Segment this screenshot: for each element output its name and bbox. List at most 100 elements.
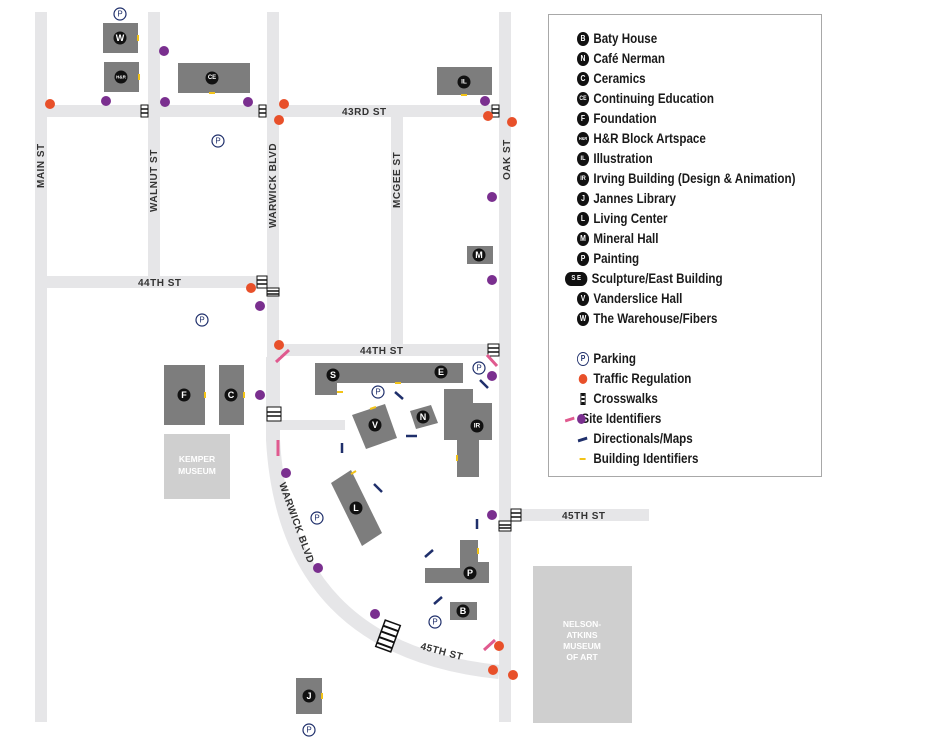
svg-text:P: P [432, 618, 437, 627]
road-44th-st-east [279, 344, 511, 356]
label-mcgee-st: MCGEE ST [392, 152, 403, 208]
legend-label: Irving Building (Design & Animation) [593, 171, 796, 186]
road-warwick-north [267, 12, 279, 357]
label-walnut-st: WALNUT ST [149, 149, 160, 212]
building-identifier-mark [369, 406, 377, 410]
svg-text:J: J [306, 691, 311, 701]
svg-text:M: M [475, 250, 483, 260]
site-identifier-dot [281, 468, 291, 478]
legend-key-directional: Directionals/Maps [577, 429, 795, 449]
legend-label: Café Nerman [593, 51, 665, 66]
legend-label: Sculpture/East Building [591, 271, 723, 286]
building-identifier-mark [350, 470, 357, 475]
legend-label: Crosswalks [593, 391, 658, 406]
legend-label: Traffic Regulation [593, 371, 692, 386]
building-badges: W H&R CE IL M F C S E V N IR L P B J [113, 31, 486, 703]
crosswalk-oak-45th-a [510, 508, 522, 522]
svg-text:S: S [330, 370, 336, 380]
badge-jannes: J [302, 689, 316, 703]
crosswalk-oak-43rd [491, 104, 500, 118]
badge-nerman: N [416, 410, 430, 424]
road-warwick-curve [266, 357, 500, 679]
site-identifier-dot [243, 97, 253, 107]
svg-text:N: N [420, 412, 427, 422]
building-painting [425, 540, 489, 583]
label-45th-st-east: 45TH ST [562, 511, 606, 522]
label-oak-st: OAK ST [502, 139, 513, 180]
crosswalk-warwick-44th-b [266, 287, 280, 297]
legend-label: Vanderslice Hall [593, 291, 683, 306]
legend-key-site-identifier: Site Identifiers [565, 409, 794, 429]
site-identifier-bar [485, 353, 499, 368]
svg-text:P: P [375, 388, 380, 397]
legend-label: H&R Block Artspace [593, 131, 706, 146]
site-identifier-dot [487, 371, 497, 381]
svg-text:H&R: H&R [116, 75, 126, 80]
svg-text:V: V [372, 420, 378, 430]
kemper-label-1: KEMPER [179, 454, 215, 464]
label-44th-st-west: 44TH ST [138, 278, 182, 289]
badge-east: E [434, 365, 448, 379]
road-walnut-st [148, 12, 160, 288]
parking-icon: P [310, 511, 324, 525]
nerman-badge-icon: N [577, 52, 590, 66]
svg-text:W: W [116, 33, 125, 43]
parking-icon: P [211, 134, 225, 148]
road-oak-st [499, 12, 511, 722]
site-identifier-dot [159, 46, 169, 56]
building-identifiers [137, 35, 479, 699]
parking-icon: P [195, 313, 209, 327]
legend-label: The Warehouse/Fibers [593, 311, 718, 326]
svg-text:F: F [181, 390, 187, 400]
warehouse-badge-icon: W [577, 312, 590, 326]
legend-key-building-identifier: Building Identifiers [577, 449, 795, 469]
building-identifier-icon [577, 452, 589, 466]
site-identifier-bar [482, 638, 497, 652]
directional-marker [394, 391, 404, 400]
traffic-dot [508, 670, 518, 680]
vanderslice-badge-icon: V [577, 292, 590, 306]
crosswalk-oak-44th [487, 343, 500, 357]
badge-irving: IR [470, 419, 484, 433]
parking-icon: P [428, 615, 442, 629]
crosswalk-oak-45th-b [498, 520, 512, 532]
illustration-badge-icon: IL [577, 152, 590, 166]
buildings [103, 23, 493, 714]
painting-badge-icon: P [577, 252, 590, 266]
crosswalk-45th-curve [374, 619, 402, 653]
baty-badge-icon: B [577, 32, 590, 46]
roads [35, 12, 649, 722]
badge-ceramics: C [224, 388, 238, 402]
traffic-dot [246, 283, 256, 293]
svg-text:IR: IR [474, 423, 481, 430]
svg-text:P: P [117, 10, 122, 19]
badge-vanderslice: V [368, 418, 382, 432]
traffic-dot-icon [577, 372, 589, 386]
site-identifier-dot [160, 97, 170, 107]
legend-label: Painting [593, 251, 640, 266]
svg-text:P: P [467, 568, 473, 578]
svg-text:B: B [460, 606, 467, 616]
jannes-badge-icon: J [577, 192, 590, 206]
directional-marker [433, 596, 443, 605]
legend-label: Jannes Library [593, 191, 676, 206]
site-identifier-bars [274, 348, 499, 652]
legend-label: Foundation [593, 111, 657, 126]
label-43rd-st: 43RD ST [342, 107, 387, 118]
svg-text:P: P [314, 514, 319, 523]
crosswalk-warwick-43rd [258, 104, 267, 118]
site-identifier-dot [255, 390, 265, 400]
site-identifier-dot [487, 275, 497, 285]
site-identifier-dot [487, 192, 497, 202]
kemper-label-2: MUSEUM [178, 466, 216, 476]
site-identifier-dot [487, 510, 497, 520]
svg-text:P: P [476, 364, 481, 373]
